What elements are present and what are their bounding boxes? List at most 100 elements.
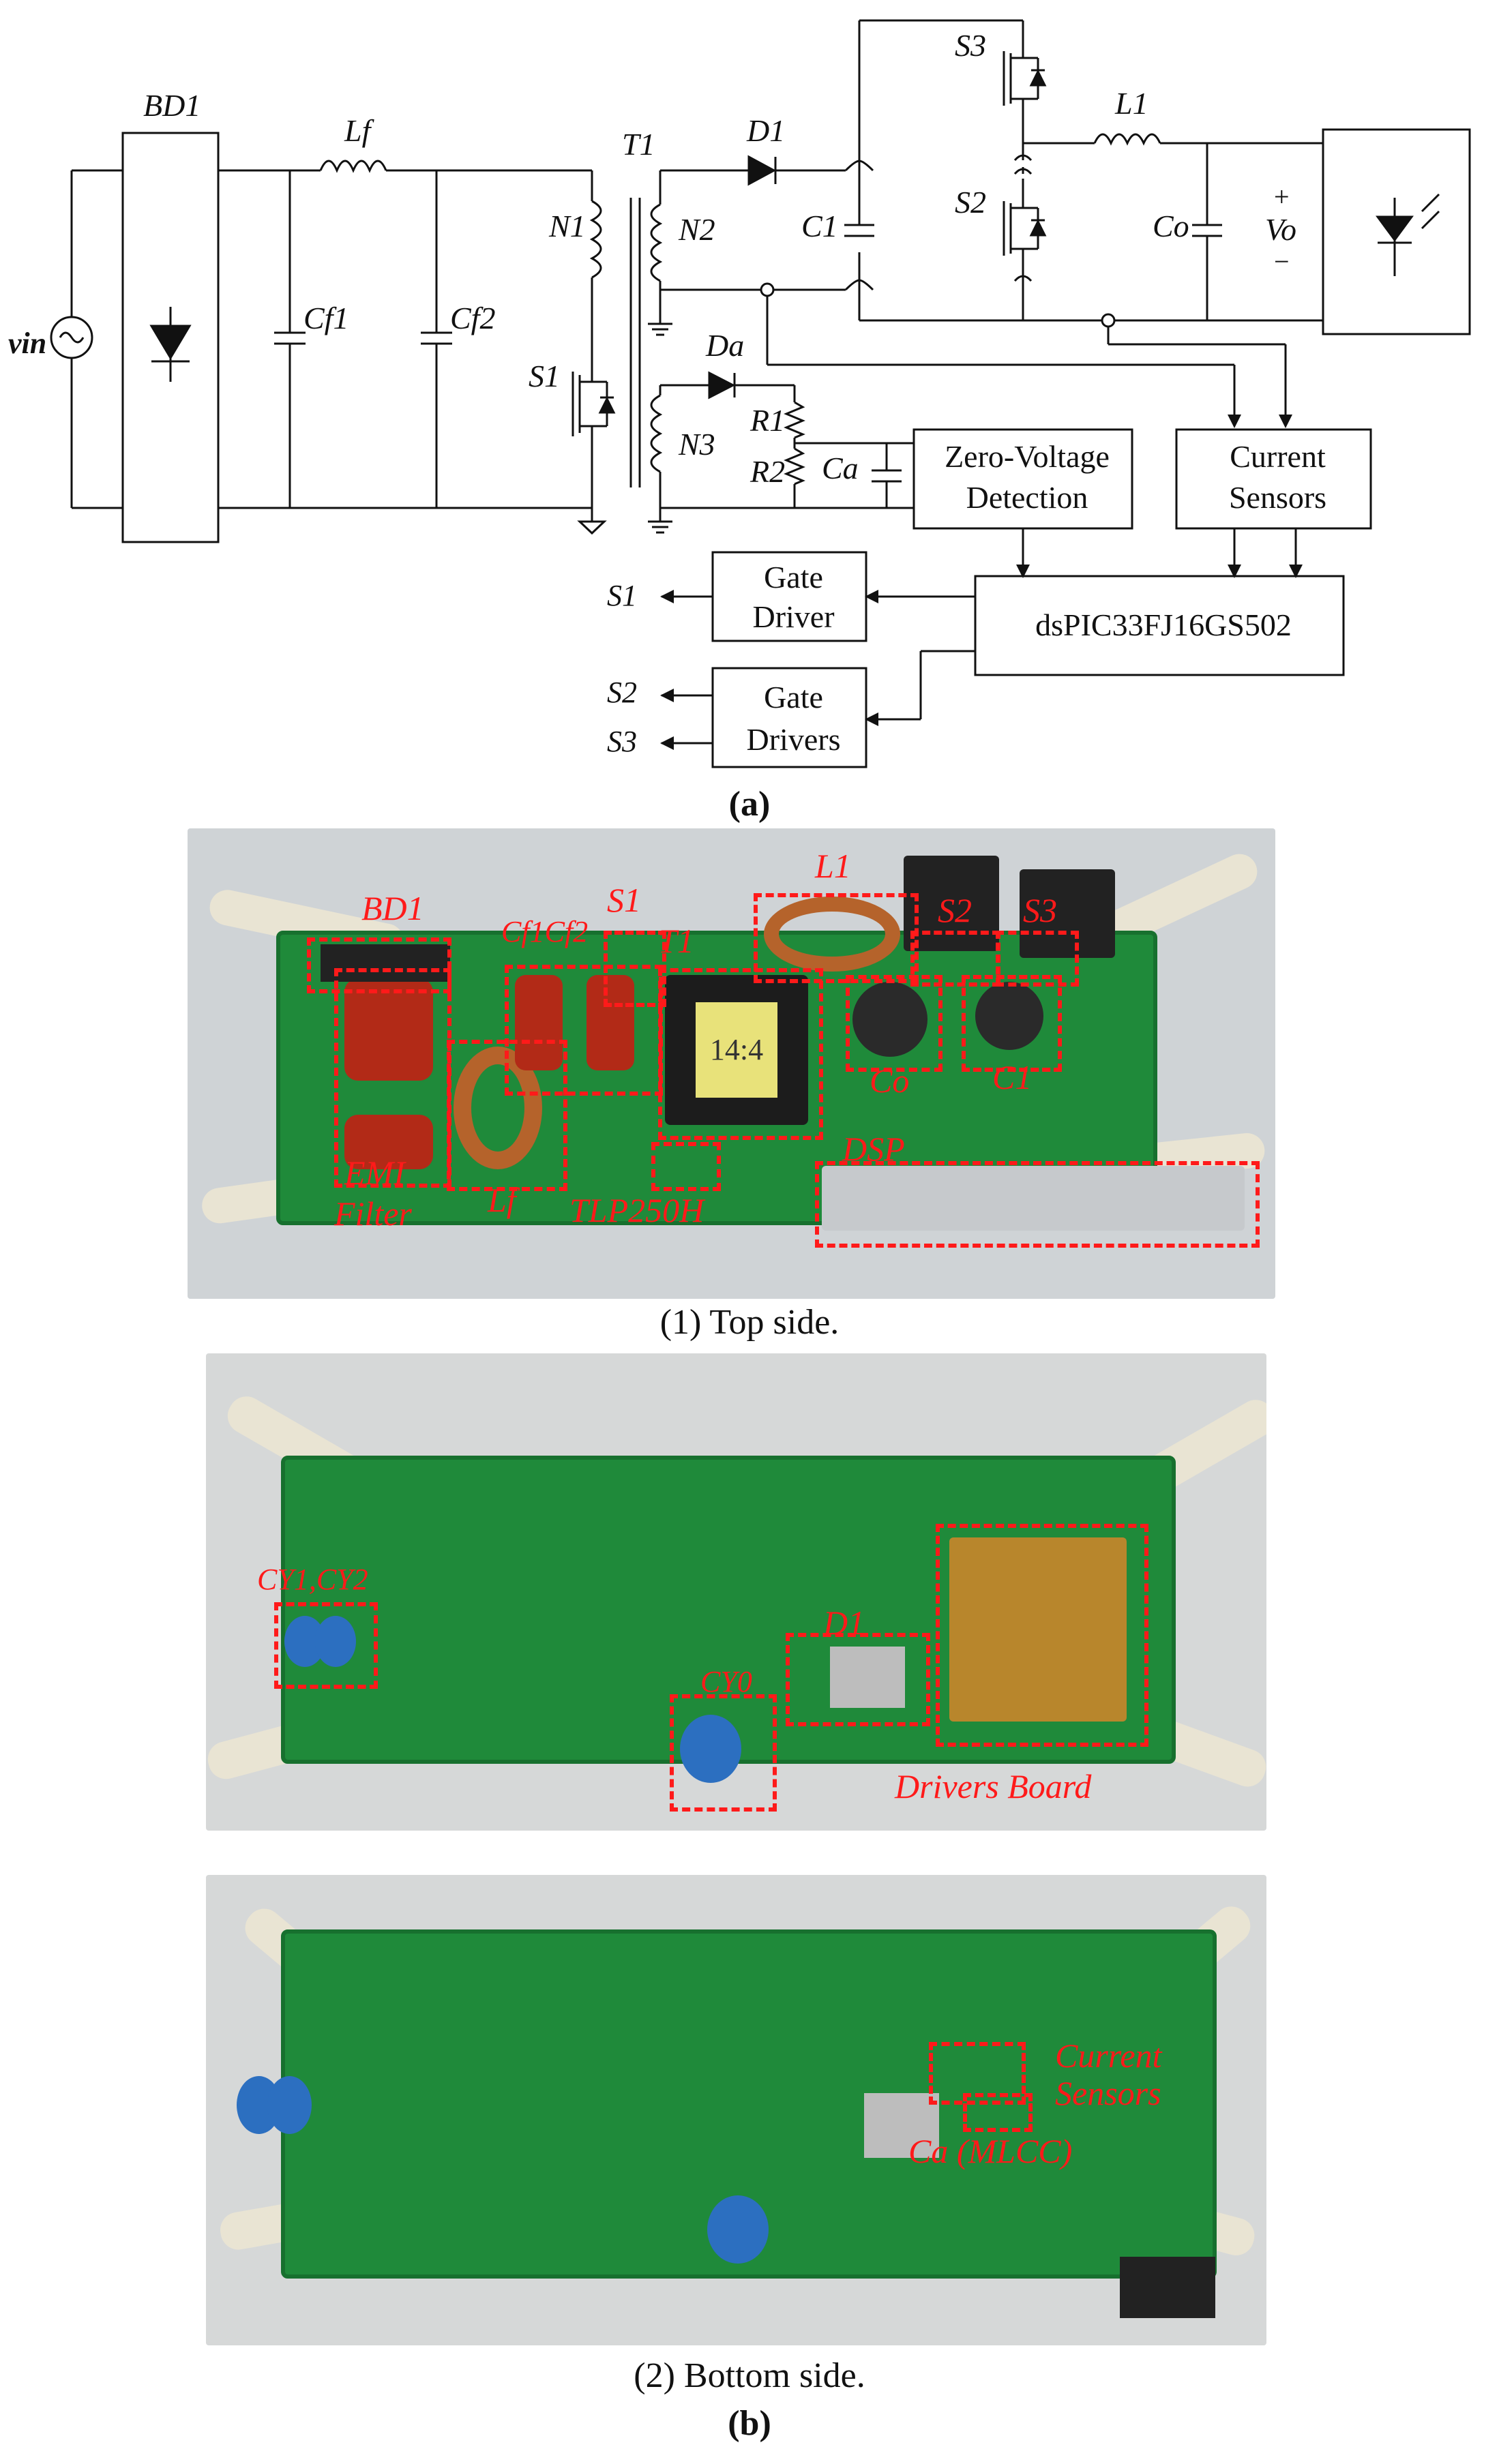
label-n2: N2 [679,212,715,247]
box-dsp [815,1161,1260,1248]
tag-filter: Filter [334,1195,412,1233]
y-capacitor [267,2076,312,2134]
gd23-line2: Drivers [746,722,841,757]
gd1-line1: Gate [764,560,823,595]
tag-emi: EMI [344,1154,405,1192]
y-capacitor-cy0 [707,2195,769,2264]
box-tlp [651,1142,721,1191]
label-s3: S3 [955,28,986,63]
box-co [846,975,943,1072]
box-t1 [658,968,823,1140]
output-s2: S2 [607,676,637,709]
drivers-board [949,1537,1127,1722]
caption-a: (a) [728,785,771,824]
label-r1: R1 [750,403,786,438]
cs-line2: Sensors [1228,480,1327,515]
label-s2: S2 [955,185,986,220]
label-t1: T1 [622,127,655,162]
label-n1: N1 [549,209,586,243]
tag-s1: S1 [607,881,641,919]
tag-d1: D1 [823,1604,865,1642]
box-drivers [936,1524,1148,1747]
zvd-line2: Detection [966,480,1088,515]
box-s3 [996,931,1079,987]
photo-bottom-side-1: CY1,CY2 D1 CY0 Drivers Board [206,1353,1266,1831]
tag-c1: C1 [992,1058,1033,1096]
caption-b: (b) [728,2404,771,2443]
label-plus: + [1274,181,1290,212]
caption-top: (1) Top side. [659,1303,840,1342]
output-s1: S1 [607,579,637,612]
heatsink [1120,2257,1215,2318]
heatsink [904,856,999,951]
tag-current-line1: Current [1055,2037,1162,2075]
heatsink [1020,869,1115,958]
tag-l1: L1 [815,847,851,885]
label-bd1: BD1 [143,88,201,123]
circuit-schematic [50,19,1471,768]
gate-drivers-block-label: Gate Drivers [713,676,874,761]
box-ca-mlcc [963,2093,1033,2132]
box-cy0 [670,1694,777,1812]
tag-cy: CY1,CY2 [257,1563,368,1596]
zvd-line1: Zero-Voltage [945,439,1110,474]
label-s1: S1 [529,359,560,393]
tag-s2: S2 [938,891,972,929]
tag-lf: Lf [488,1181,516,1219]
box-cy [274,1602,378,1689]
dsp-block-label: dsPIC33FJ16GS502 [1035,607,1292,642]
label-vo: Vo [1265,212,1296,247]
label-ca: Ca [822,451,859,485]
tag-t1: T1 [658,922,694,960]
d1-package [864,2093,939,2158]
filter-cap [515,975,563,1070]
gd1-line2: Driver [752,599,835,634]
capacitor-c1 [975,982,1043,1050]
tag-cf: Cf1Cf2 [501,915,589,948]
caption-bottom: (2) Bottom side. [634,2356,865,2395]
label-c1: C1 [801,209,838,243]
diode-d1 [830,1647,905,1708]
gate-driver-block-label: Gate Driver [713,558,874,637]
label-da: Da [706,328,745,363]
label-lf: Lf [344,113,371,148]
tag-cy0: CY0 [700,1665,752,1698]
label-cf1: Cf1 [303,301,349,335]
bridge-rectifier [321,944,450,982]
filter-cap [587,975,634,1070]
y-capacitor [315,1616,356,1667]
tag-ca-mlcc: Ca (MLCC) [908,2132,1073,2170]
photo-top-side: 14:4 BD1 Cf1Cf2 S1 T1 L1 S2 S3 Co C1 EMI… [188,828,1275,1299]
label-l1: L1 [1115,86,1148,121]
filter-caps [344,1115,433,1169]
tag-dsp: DSP [842,1130,905,1168]
photo-bottom-side-2: Current Sensors Ca (MLCC) [206,1875,1266,2345]
current-sensors-block-label: Current Sensors [1176,436,1379,518]
label-minus: − [1274,246,1290,277]
box-c1 [962,975,1062,1072]
box-bd1 [307,937,451,993]
tag-co: Co [870,1062,910,1100]
tag-bd1: BD1 [361,889,424,927]
tag-current-line2: Sensors [1055,2074,1161,2112]
zvd-block-label: Zero-Voltage Detection [914,436,1140,518]
filter-caps [344,978,433,1081]
dsp-board [822,1166,1245,1231]
y-capacitor-cy0 [680,1715,741,1783]
box-current-sensors [929,2042,1026,2105]
capacitor-co [852,982,927,1057]
cs-line1: Current [1230,439,1326,474]
tag-tlp: TLP250H [569,1191,704,1229]
tag-s3: S3 [1023,891,1057,929]
label-cf2: Cf2 [450,301,496,335]
gd23-line1: Gate [764,680,823,715]
output-s3: S3 [607,725,637,758]
transformer-face: 14:4 [696,1002,777,1098]
label-r2: R2 [750,454,786,489]
box-d1 [786,1633,930,1726]
box-s1 [604,931,666,1007]
label-co: Co [1153,209,1189,243]
circuit-diagram: BD1 Lf T1 D1 S3 L1 N1 N2 C1 S2 Co + Vo −… [0,0,1499,784]
box-l1 [754,893,919,983]
box-lf [447,1040,567,1191]
